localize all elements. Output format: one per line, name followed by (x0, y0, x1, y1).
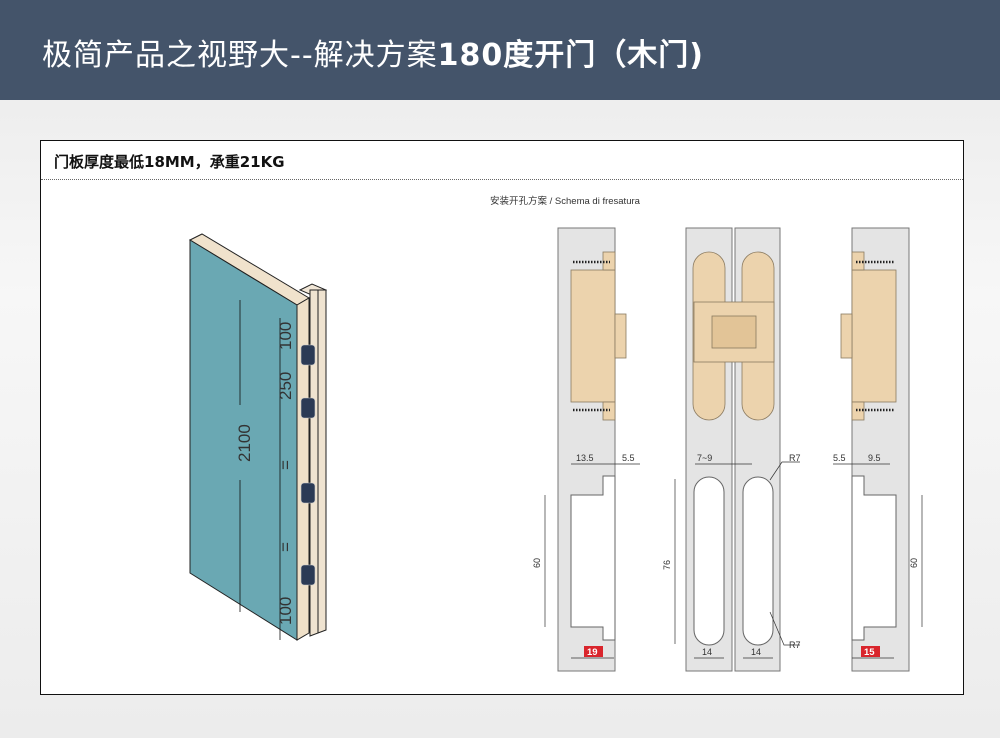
slot-outlines (570, 475, 897, 646)
title-bold: 180度开门（木门) (437, 38, 704, 73)
dim-top-100: 100 (276, 322, 295, 350)
schema-title: 安装开孔方案 / Schema di fresatura (490, 195, 641, 207)
left-height: 60 (532, 558, 542, 568)
dotted-divider (41, 179, 963, 180)
left-dim-a: 13.5 (576, 453, 594, 463)
right-dim-a: 5.5 (833, 453, 846, 463)
right-badge: 15 (864, 647, 875, 658)
dim-2100: 2100 (235, 424, 254, 462)
dim-equal-2: = (276, 542, 295, 552)
left-dim-b: 5.5 (622, 453, 635, 463)
screw-icons (573, 260, 895, 412)
middle-height: 76 (662, 560, 672, 570)
radius-top: R7 (789, 453, 801, 463)
panel-subtitle: 门板厚度最低18MM，承重21KG (54, 153, 285, 171)
dim-bottom-100: 100 (276, 597, 295, 625)
right-dim-b: 9.5 (868, 453, 881, 463)
title-regular: 极简产品之视野大--解决方案 (42, 38, 438, 73)
hinge-markers (300, 344, 316, 586)
hinge-bodies (570, 251, 897, 421)
door-illustration (188, 233, 328, 641)
slot-a: 14 (702, 647, 712, 657)
radius-bottom: R7 (789, 640, 801, 650)
dim-250: 250 (276, 372, 295, 400)
door-dimensions: 2100 100 250 = = 100 (235, 322, 295, 625)
slide-title: 极简产品之视野大--解决方案180度开门（木门) (42, 30, 704, 74)
left-badge: 19 (587, 647, 598, 658)
slot-b: 14 (751, 647, 761, 657)
badges: 19 15 (584, 646, 880, 658)
header-bar: 极简产品之视野大--解决方案180度开门（木门) (0, 0, 1000, 100)
dimension-lines (544, 461, 923, 659)
right-height: 60 (909, 558, 919, 568)
schema-labels: 13.5 5.5 60 7~9 R7 76 R7 14 14 5.5 9.5 6… (532, 453, 919, 657)
middle-width: 7~9 (697, 453, 712, 463)
dim-equal-1: = (276, 460, 295, 470)
